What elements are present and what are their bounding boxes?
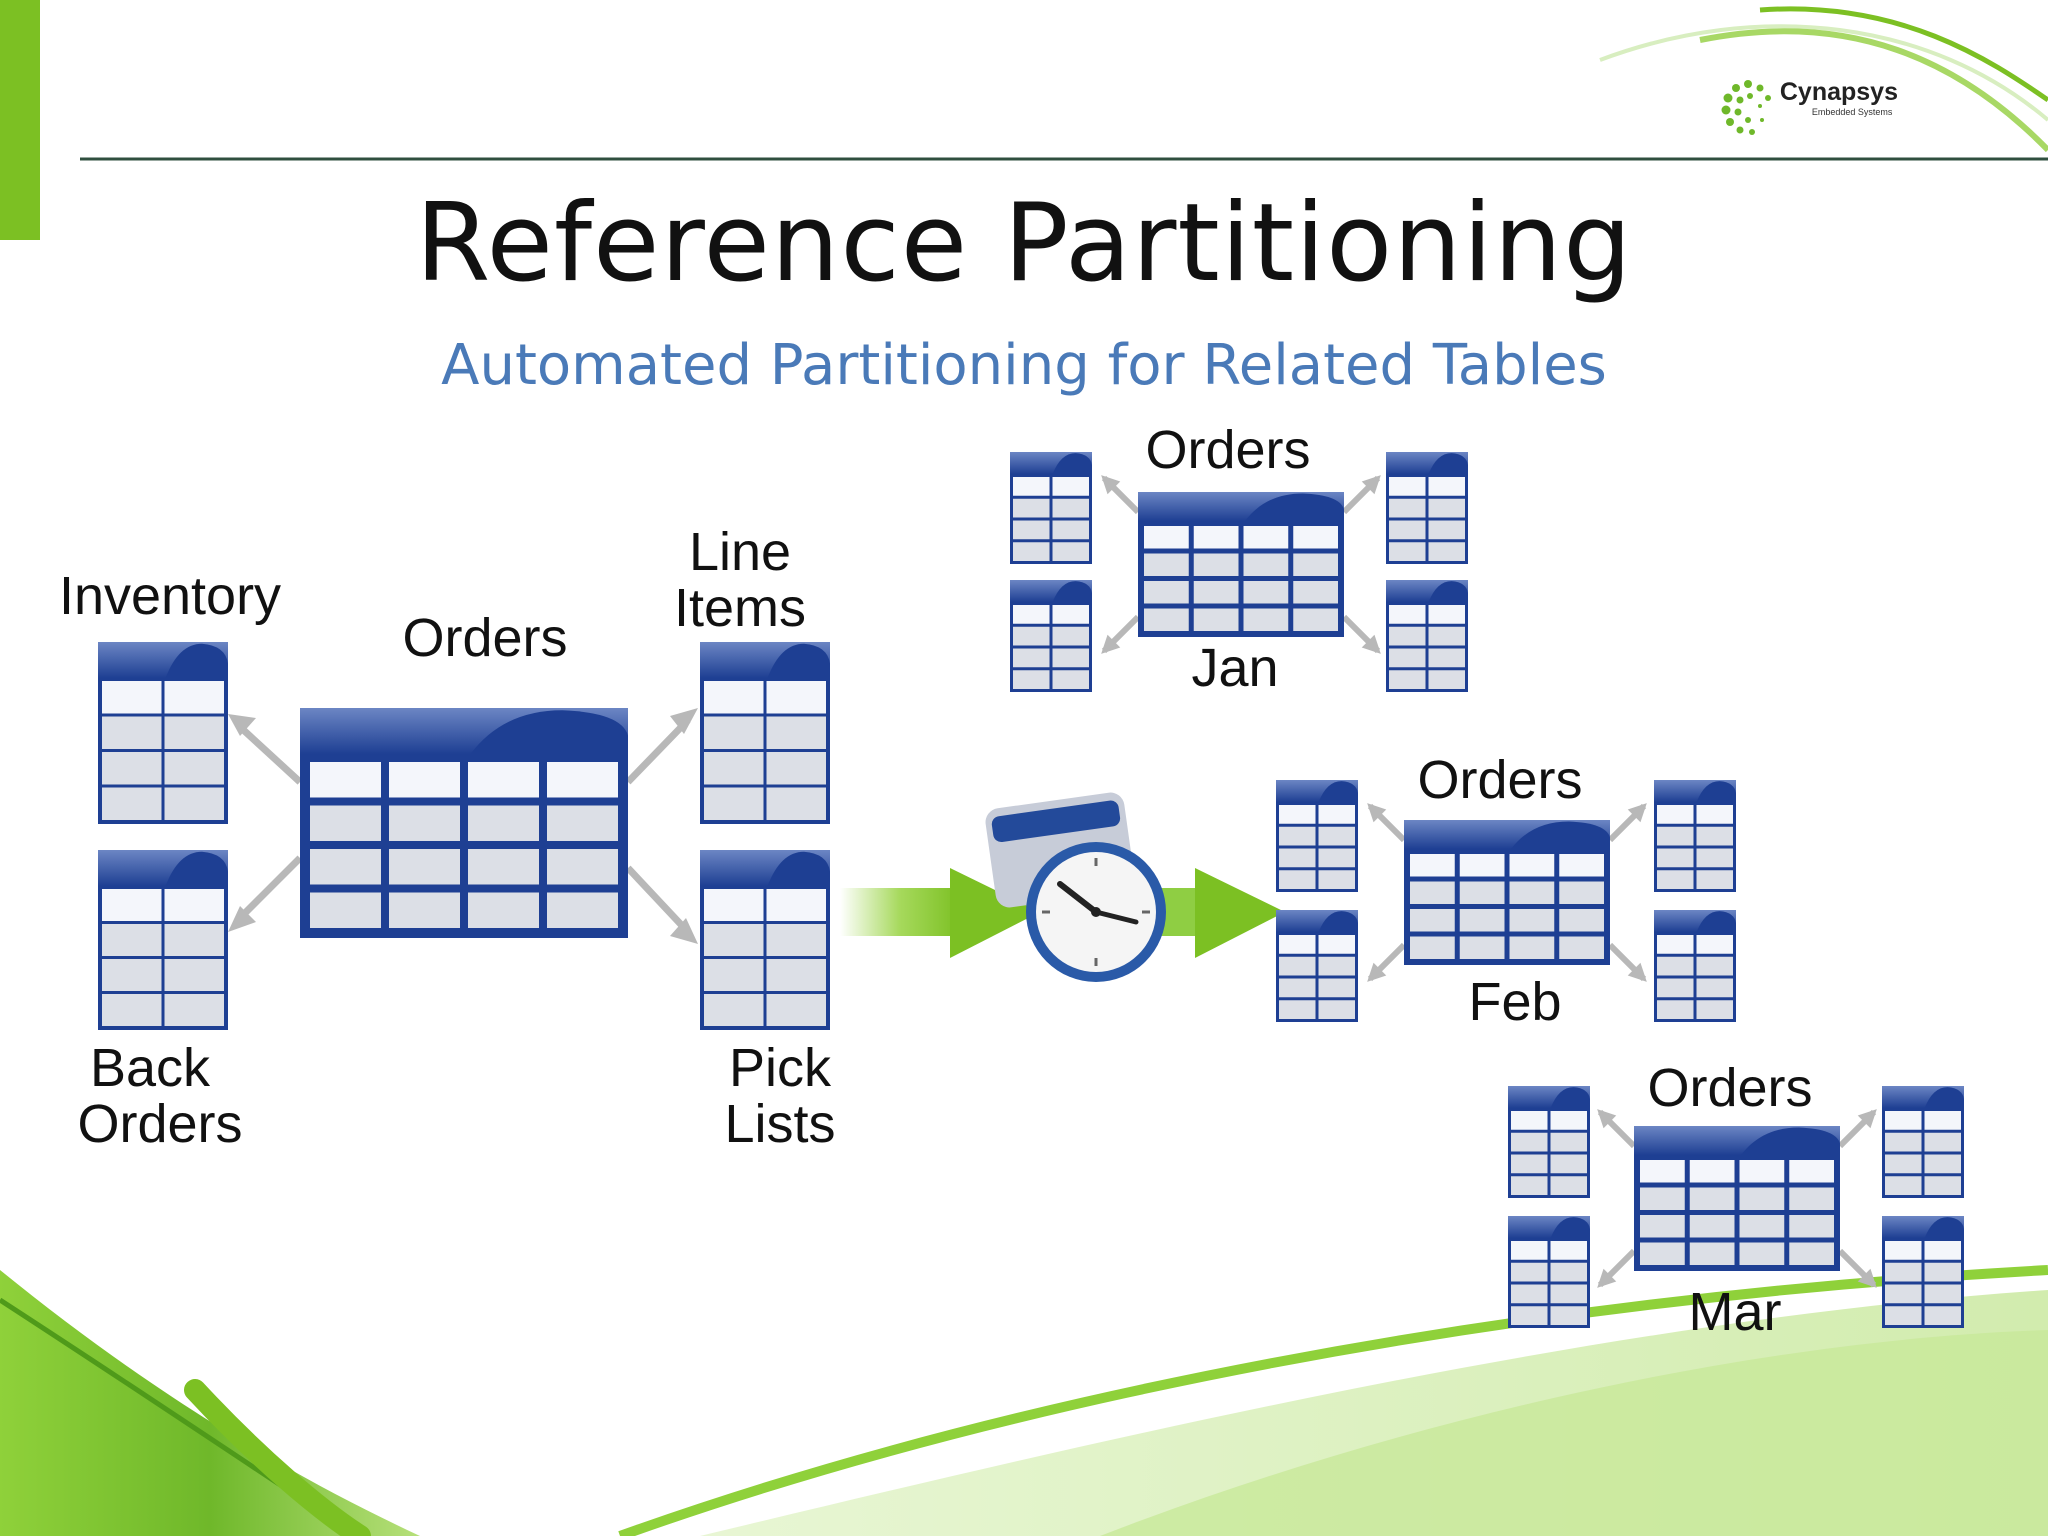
label-back-orders-line2: Orders (77, 1094, 243, 1154)
label-back-orders: Back Orders (50, 1040, 270, 1152)
orders-jan-table-icon-wrap (1138, 492, 1344, 642)
label-orders-feb: Orders (1417, 750, 1583, 810)
label-month-mar: Mar (1688, 1282, 1782, 1342)
pick-lists-table-icon-wrap (700, 850, 830, 1035)
inventory-table-icon (98, 642, 228, 824)
mar-partition-table-icon-4 (1882, 1216, 1964, 1328)
jan-partition-table-icon-3 (1386, 452, 1468, 564)
inventory-table-icon-wrap (98, 642, 228, 829)
label-inventory: Inventory (58, 566, 282, 626)
relation-arrows (235, 717, 691, 935)
feb-partition-table-icon-4-wrap (1654, 910, 1736, 1027)
jan-partition-table-icon-4 (1386, 580, 1468, 692)
label-orders-jan: Orders (1145, 420, 1311, 480)
scheduler-clock-icon (985, 792, 1166, 982)
label-month-feb: Feb (1468, 972, 1562, 1032)
logo-name: Cynapsys (1779, 78, 1898, 106)
orders-jan-table-icon (1138, 492, 1344, 637)
logo-dots-icon (1721, 80, 1771, 135)
slide-title: Reference Partitioning (415, 181, 1633, 306)
orders-feb-table-icon (1404, 820, 1610, 965)
jan-partition-table-icon-4-wrap (1386, 580, 1468, 697)
feb-partition-table-icon-3-wrap (1654, 780, 1736, 897)
mar-partition-table-icon-1 (1508, 1086, 1590, 1198)
process-arrow-1 (950, 868, 1040, 958)
label-line-items-line2: Items (673, 578, 807, 638)
mar-partition-table-icon-3 (1882, 1086, 1964, 1198)
feb-partition-table-icon-2 (1276, 910, 1358, 1022)
pick-lists-table-icon (700, 850, 830, 1030)
label-back-orders-line1: Back (90, 1038, 211, 1098)
orders-mar-table-icon (1634, 1126, 1840, 1271)
feb-partition-table-icon-3 (1654, 780, 1736, 892)
slide-subtitle: Automated Partitioning for Related Table… (441, 333, 1607, 398)
logo-tagline: Embedded Systems (1811, 107, 1893, 117)
orders-table-icon (300, 708, 628, 938)
process-arrow-2 (1195, 868, 1285, 958)
orders-table-icon-wrap (300, 708, 628, 943)
label-month-jan: Jan (1191, 638, 1279, 698)
feb-partition-table-icon-4 (1654, 910, 1736, 1022)
jan-partition-table-icon-3-wrap (1386, 452, 1468, 569)
mar-partition-table-icon-4-wrap (1882, 1216, 1964, 1333)
feb-partition-table-icon-2-wrap (1276, 910, 1358, 1027)
jan-partition-table-icon-2 (1010, 580, 1092, 692)
label-pick-lists-line1: Pick (728, 1038, 831, 1098)
mar-partition-table-icon-1-wrap (1508, 1086, 1590, 1203)
label-line-items-line1: Line (688, 522, 792, 582)
label-orders-main: Orders (402, 608, 568, 668)
jan-partition-table-icon-2-wrap (1010, 580, 1092, 697)
orders-mar-table-icon-wrap (1634, 1126, 1840, 1276)
back-orders-table-icon (98, 850, 228, 1030)
jan-partition-table-icon-1-wrap (1010, 452, 1092, 569)
feb-partition-table-icon-1 (1276, 780, 1358, 892)
orders-feb-table-icon-wrap (1404, 820, 1610, 970)
mar-partition-table-icon-2-wrap (1508, 1216, 1590, 1333)
mar-partition-table-icon-3-wrap (1882, 1086, 1964, 1203)
label-orders-mar: Orders (1647, 1058, 1813, 1118)
back-orders-table-icon-wrap (98, 850, 228, 1035)
company-logo: Cynapsys Embedded Systems (1721, 78, 1898, 135)
left-accent-bar (0, 0, 40, 240)
mar-partition-table-icon-2 (1508, 1216, 1590, 1328)
feb-partition-table-icon-1-wrap (1276, 780, 1358, 897)
label-pick-lists: Pick Lists (700, 1040, 860, 1152)
line-items-table-icon-wrap (700, 642, 830, 829)
label-line-items: Line Items (640, 524, 840, 636)
label-pick-lists-line2: Lists (724, 1094, 836, 1154)
jan-partition-table-icon-1 (1010, 452, 1092, 564)
line-items-table-icon (700, 642, 830, 824)
